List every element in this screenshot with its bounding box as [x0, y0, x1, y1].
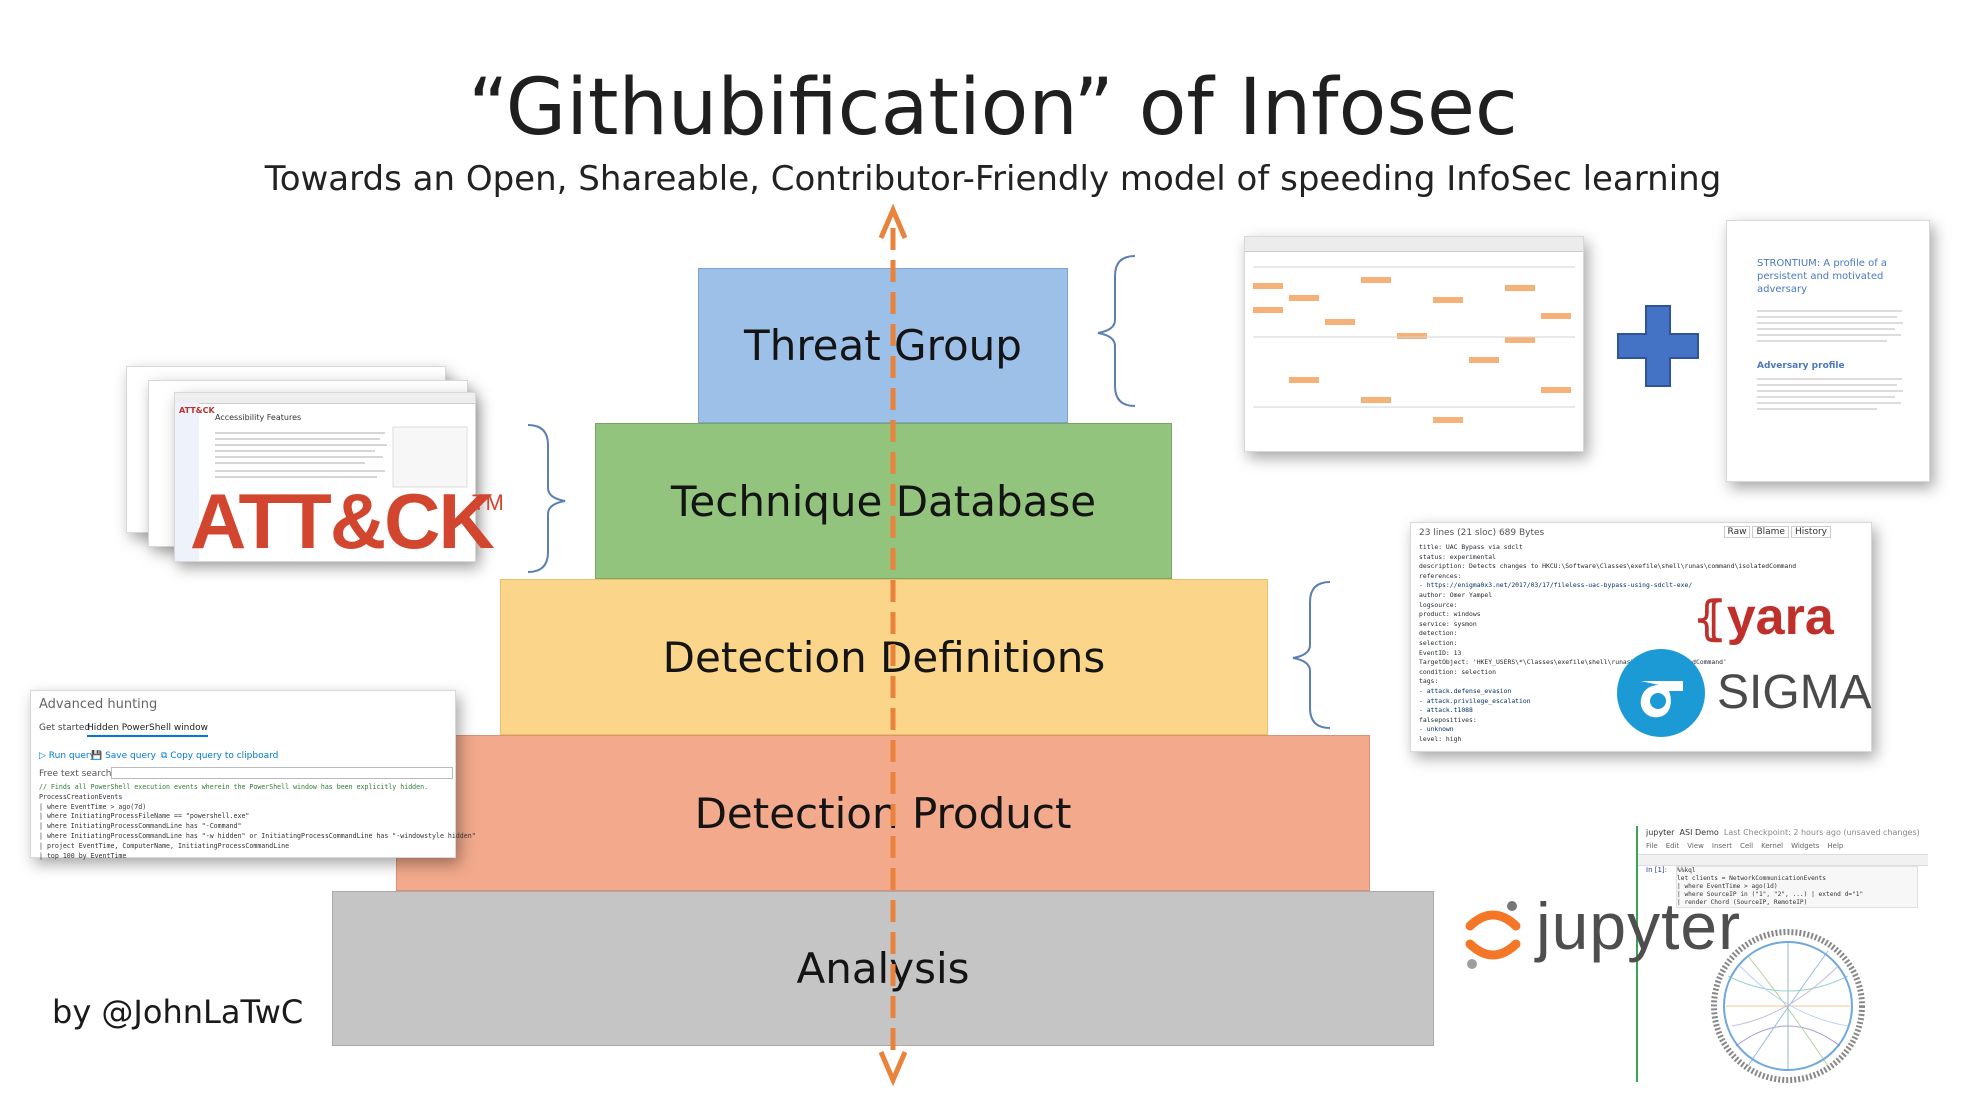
notebook-line: let clients = NetworkCommunicationEvents — [1677, 875, 1827, 882]
hunting-line: | project EventTime, ComputerName, Initi… — [39, 841, 290, 850]
hunting-line: | top 100 by EventTime — [39, 851, 127, 860]
attack-page-text-lines — [215, 426, 468, 488]
sigma-line: references: — [1419, 571, 1462, 580]
hunting-line: | where InitiatingProcessCommandLine has… — [39, 831, 476, 840]
run-query-button[interactable]: ▷ Run query — [39, 751, 95, 761]
notebook-line: %%kql — [1677, 867, 1696, 874]
hunting-line: | where InitiatingProcessFileName == "po… — [39, 812, 250, 821]
notebook-line: | render Chord (SourceIP, RemoteIP) — [1677, 899, 1808, 906]
report-text-lines — [1757, 310, 1903, 410]
sigma-line: falsepositives: — [1419, 715, 1477, 724]
sigma-line: - https://enigma0x3.net/2017/03/17/filel… — [1419, 581, 1693, 590]
tier-technique-database: Technique Database — [595, 423, 1172, 579]
hunting-line: ProcessCreationEvents — [39, 792, 123, 801]
notebook-menu-item[interactable]: Insert — [1711, 842, 1732, 850]
tier-threat-group: Threat Group — [698, 268, 1068, 423]
sigma-line: detection: — [1419, 629, 1458, 638]
sigma-rule-screenshot: 23 lines (21 sloc) 689 Bytes Raw Blame H… — [1410, 522, 1872, 752]
notebook-line: | where SourceIP in ("1", "2", ...) | ex… — [1677, 891, 1864, 898]
sigma-line: TargetObject: 'HKEY_USERS\*\Classes\exef… — [1419, 658, 1727, 667]
notebook-menu-item[interactable]: Widgets — [1791, 842, 1820, 850]
jupyter-logo-text: jupyter — [1536, 889, 1742, 963]
slide-title: “Githubification” of Infosec — [468, 63, 1518, 153]
jupyter-notebook-screenshot: jupyter ASI Demo Last Checkpoint: 2 hour… — [1636, 826, 1928, 1083]
bracket-detection-definitions — [1292, 581, 1331, 729]
sigma-line: - unknown — [1419, 725, 1454, 734]
sigma-logo-icon — [1617, 649, 1705, 737]
arrow-up-icon — [878, 203, 908, 239]
attack-logo: ATT&CK — [190, 477, 495, 565]
yara-logo: ⦃yara — [1693, 588, 1834, 646]
sigma-line: selection: — [1419, 638, 1458, 647]
notebook-menu-item[interactable]: Kernel — [1761, 842, 1784, 850]
attack-matrix-screenshot — [1244, 236, 1584, 452]
arrow-down-icon — [878, 1051, 908, 1087]
vertical-arrow — [878, 203, 908, 1087]
sigma-logo-text: SIGMA — [1717, 666, 1872, 719]
attack-trademark: TM — [472, 490, 504, 515]
sigma-line: level: high — [1419, 734, 1462, 743]
notebook-menu-item[interactable]: Cell — [1739, 842, 1754, 850]
plus-icon — [1617, 305, 1699, 387]
sigma-line: product: windows — [1419, 610, 1481, 619]
jupyter-logo-icon — [1465, 901, 1521, 969]
sigma-line: author: Omer Yampel — [1419, 590, 1493, 599]
save-query-button[interactable]: 💾 Save query — [91, 751, 157, 761]
notebook-menu-item[interactable]: File — [1646, 842, 1658, 850]
slide-subtitle: Towards an Open, Shareable, Contributor-… — [264, 159, 1722, 199]
hunting-title: Advanced hunting — [39, 697, 158, 712]
raw-button[interactable]: Raw — [1723, 526, 1751, 538]
notebook-line: | where EventTime > ago(1d) — [1677, 883, 1778, 890]
tab-hidden-powershell[interactable]: Hidden PowerShell window — [87, 723, 208, 737]
strontium-report: STRONTIUM: A profile of a persistent and… — [1726, 220, 1930, 482]
matrix-grid — [1253, 266, 1575, 423]
attack-page-front: ATT&CK Accessibility Features — [174, 392, 476, 562]
sigma-line: - attack.t1088 — [1419, 706, 1473, 715]
sigma-line: - attack.defense_evasion — [1419, 686, 1512, 695]
notebook-menu-item[interactable]: Help — [1827, 842, 1844, 850]
sigma-line: logsource: — [1419, 600, 1458, 609]
tier-analysis: Analysis — [332, 891, 1434, 1046]
hunting-line: | where InitiatingProcessCommandLine has… — [39, 822, 242, 831]
free-text-search-input[interactable] — [111, 767, 453, 779]
sigma-line: status: experimental — [1419, 552, 1496, 561]
advanced-hunting-screenshot: Advanced hunting Get started Hidden Powe… — [30, 690, 476, 861]
copy-query-button[interactable]: ⧉ Copy query to clipboard — [161, 751, 279, 761]
blame-button[interactable]: Blame — [1752, 526, 1789, 538]
bracket-threat-group — [1097, 255, 1136, 407]
hunting-line: // Finds all PowerShell execution events… — [39, 783, 429, 791]
chord-diagram — [1711, 929, 1865, 1083]
notebook-menu-item[interactable]: Edit — [1665, 842, 1680, 850]
hunting-line: | where EventTime > ago(7d) — [39, 802, 147, 811]
sigma-line: title: UAC Bypass via sdclt — [1419, 543, 1523, 551]
sigma-line: service: sysmon — [1419, 619, 1477, 628]
history-button[interactable]: History — [1790, 526, 1831, 538]
attack-page-heading: Accessibility Features — [215, 413, 302, 422]
tier-detection-product: Detection Product — [396, 735, 1370, 891]
hunting-query-code: // Finds all PowerShell execution events… — [39, 783, 476, 861]
sigma-line: tags: — [1419, 677, 1439, 686]
sigma-line: description: Detects changes to HKCU:\So… — [1419, 562, 1797, 571]
notebook-menu-item[interactable]: View — [1687, 842, 1704, 850]
bracket-technique-database — [527, 424, 566, 573]
sigma-line: - attack.privilege_escalation — [1419, 696, 1531, 705]
notebook-menu: File Edit View Insert Cell Kernel Widgets Help — [1646, 842, 1843, 850]
sigma-line: condition: selection — [1419, 667, 1496, 676]
sigma-line: EventID: 13 — [1419, 648, 1462, 657]
tab-get-started[interactable]: Get started — [39, 723, 91, 733]
tier-detection-definitions: Detection Definitions — [500, 579, 1268, 735]
author-byline: by @JohnLaTwC — [52, 993, 304, 1031]
